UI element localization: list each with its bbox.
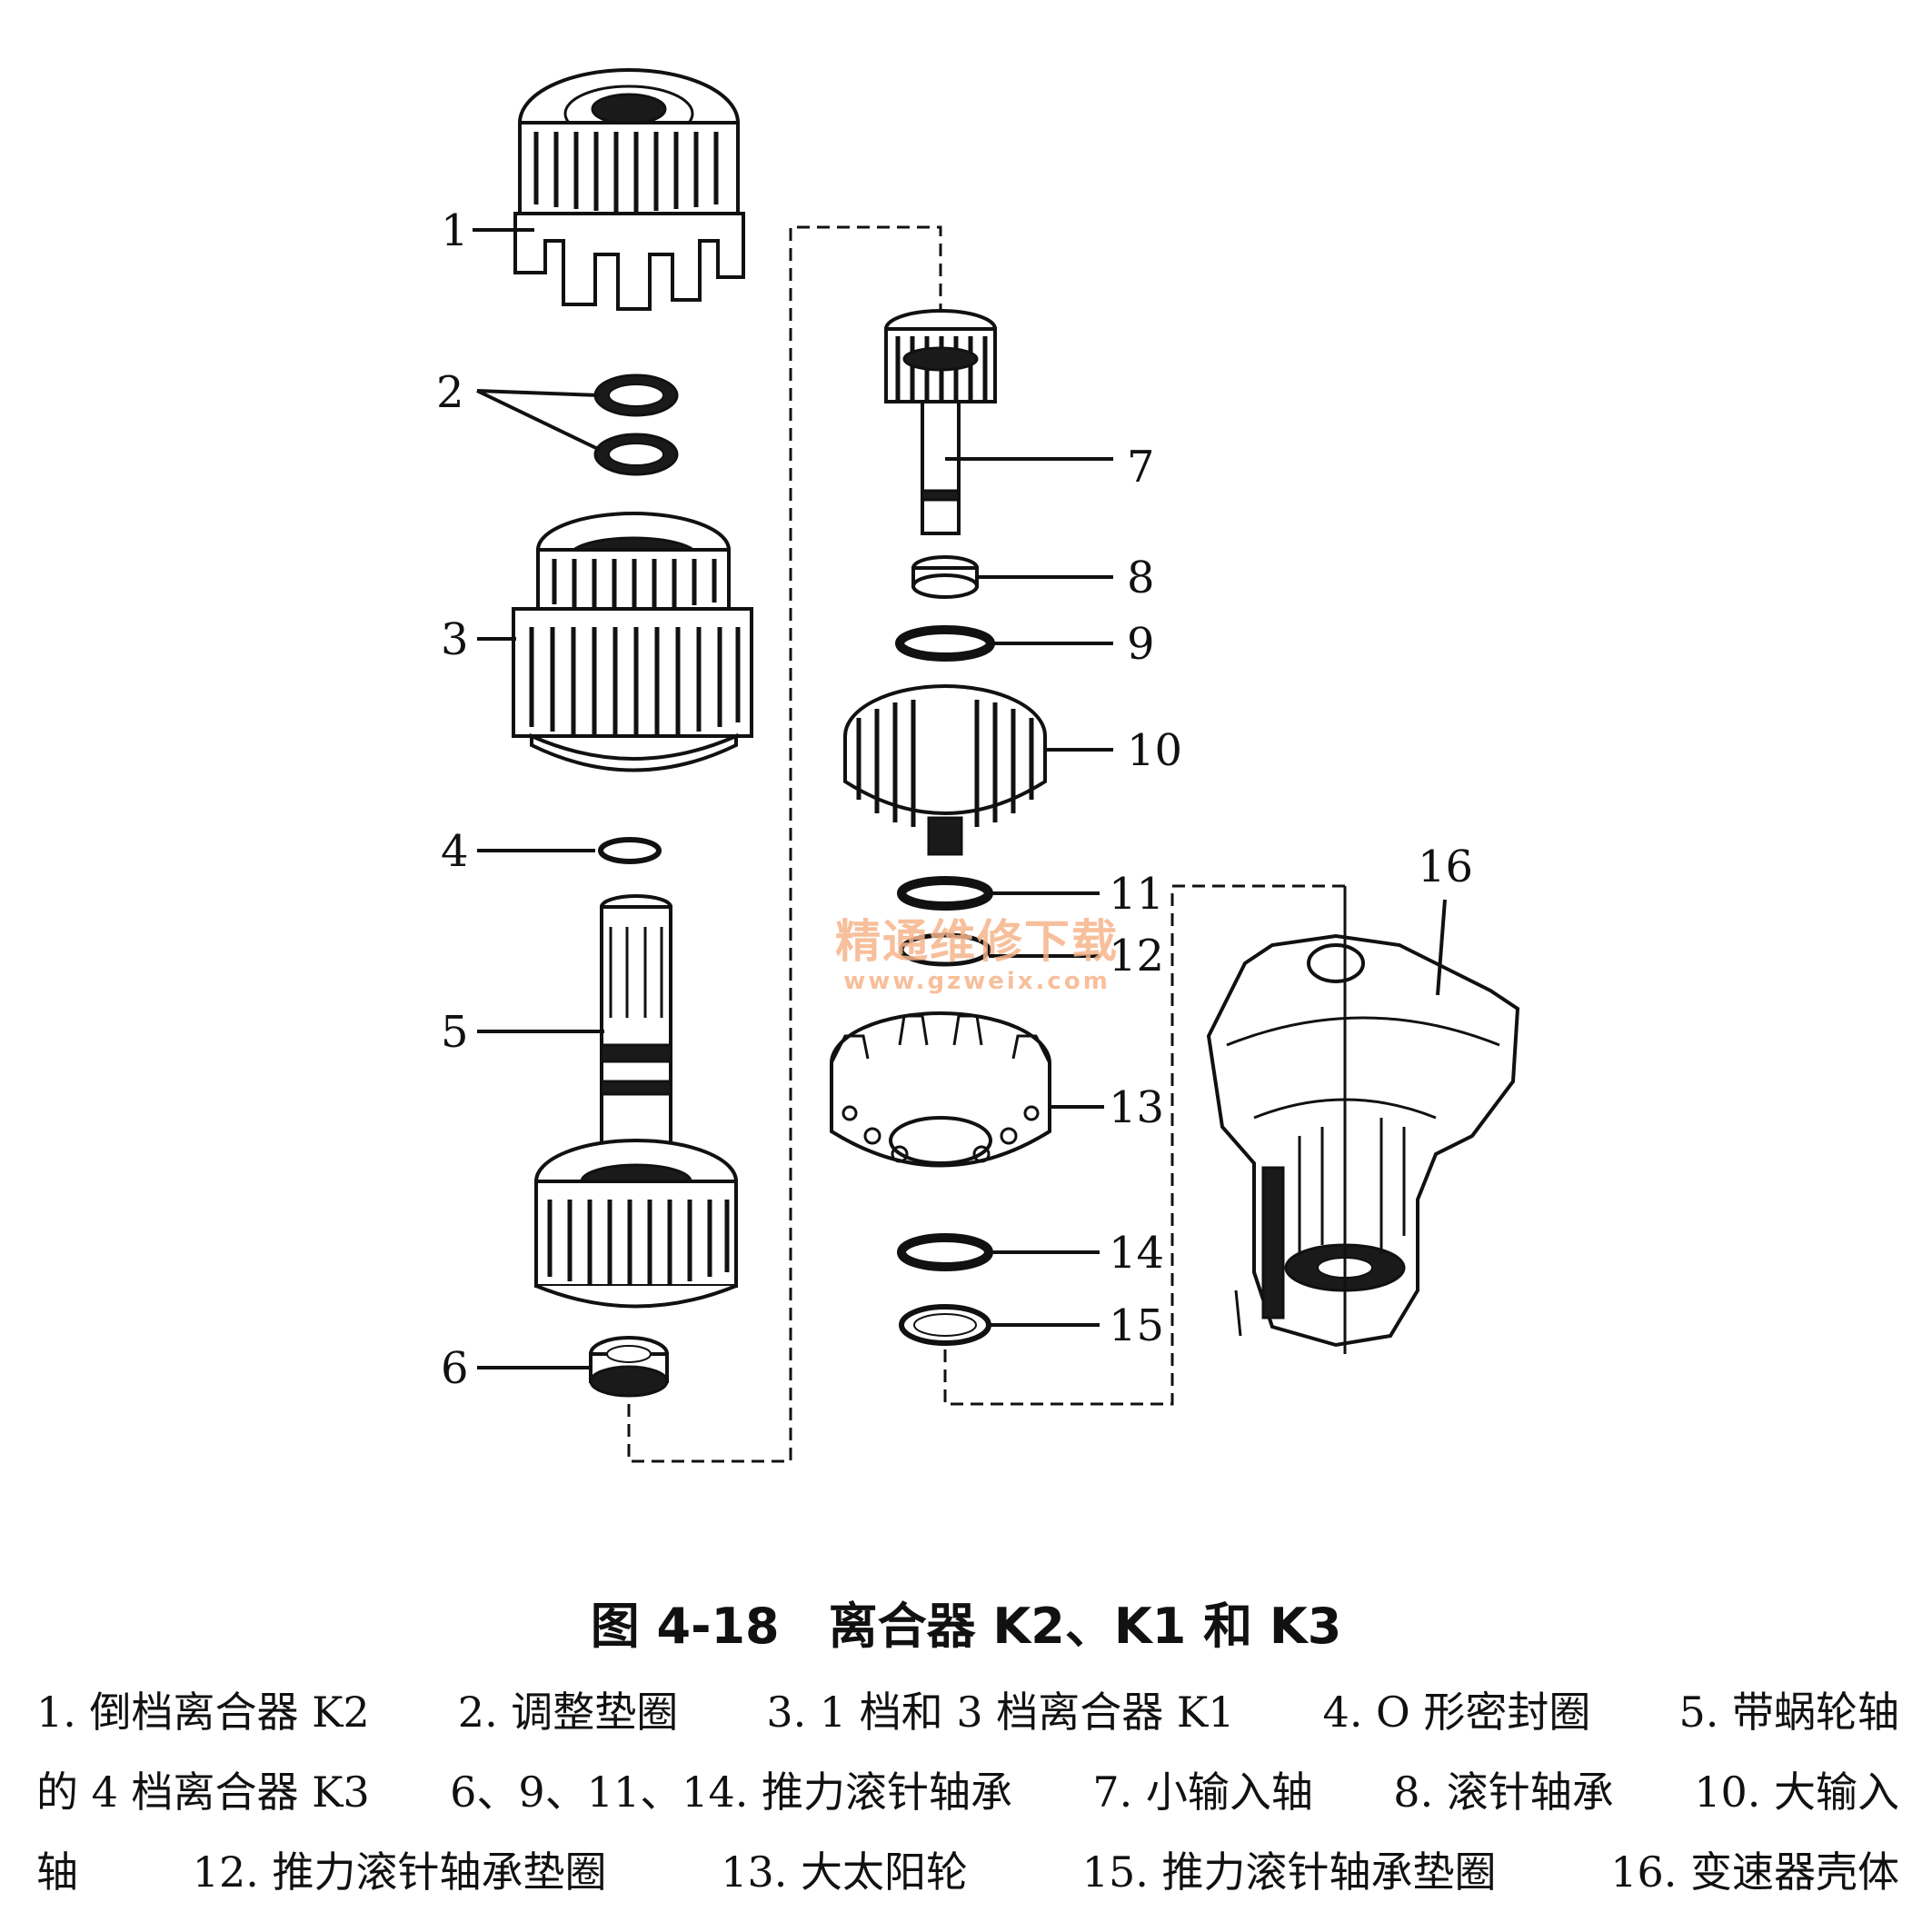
legend-row: 的 4 档离合器 K3 6、9、11、14. 推力滚针轴承 7. 小输入轴 8.… (36, 1752, 1899, 1832)
part-5-clutch-k3-shaft: 5 (441, 894, 738, 1309)
legend-row: 轴 12. 推力滚针轴承垫圈 13. 大太阳轮 15. 推力滚针轴承垫圈 16.… (36, 1832, 1899, 1912)
part-16-transmission-housing: 16 (1206, 841, 1520, 1354)
label-10: 10 (1127, 725, 1182, 776)
part-6-thrust-bearing: 6 (441, 1336, 669, 1398)
part-15-bearing-washer: 15 (899, 1300, 1164, 1351)
label-1: 1 (441, 205, 469, 256)
label-12: 12 (1109, 931, 1164, 981)
part-14-thrust-bearing: 14 (897, 1228, 1164, 1279)
watermark-title: 精通维修下载 (835, 915, 1119, 968)
part-3-clutch-k1: 3 (441, 512, 753, 772)
part-7-small-input-shaft: 7 (884, 309, 1155, 535)
legend-item: 16. 变速器壳体 (1610, 1847, 1899, 1897)
assembly-line-left (627, 225, 942, 1463)
legend-item: 13. 大太阳轮 (721, 1847, 968, 1897)
label-4: 4 (441, 826, 469, 877)
part-10-large-input-shaft: 10 (843, 684, 1182, 856)
label-8: 8 (1127, 553, 1155, 603)
legend-item: 15. 推力滚针轴承垫圈 (1081, 1847, 1497, 1897)
legend-item: 5. 带蜗轮轴 (1678, 1688, 1899, 1737)
label-7: 7 (1127, 442, 1155, 493)
part-13-large-sun-gear: 13 (830, 1011, 1164, 1168)
label-11: 11 (1109, 869, 1164, 920)
legend-item: 的 4 档离合器 K3 (36, 1768, 370, 1817)
legend-item: 6、9、11、14. 推力滚针轴承 (450, 1768, 1012, 1817)
legend-item: 轴 (36, 1847, 78, 1897)
part-8-needle-bearing: 8 (911, 553, 1155, 603)
legend-row: 1. 倒档离合器 K2 2. 调整垫圈 3. 1 档和 3 档离合器 K1 4.… (36, 1672, 1899, 1752)
exploded-parts-diagram: 1 2 3 (436, 68, 1520, 1463)
legend-item: 2. 调整垫圈 (457, 1688, 679, 1737)
label-15: 15 (1109, 1300, 1164, 1351)
parts-legend: 1. 倒档离合器 K2 2. 调整垫圈 3. 1 档和 3 档离合器 K1 4.… (36, 1672, 1899, 1912)
watermark-url: www.gzweix.com (843, 968, 1110, 995)
figure-caption: 图 4-18 离合器 K2、K1 和 K3 (590, 1598, 1342, 1655)
label-9: 9 (1127, 619, 1155, 670)
label-6: 6 (441, 1343, 469, 1394)
label-3: 3 (441, 614, 469, 665)
label-5: 5 (441, 1007, 469, 1058)
part-2-shims: 2 (436, 367, 679, 476)
part-9-thrust-bearing: 9 (895, 619, 1155, 670)
label-14: 14 (1109, 1228, 1164, 1279)
label-13: 13 (1109, 1082, 1164, 1133)
part-11-thrust-bearing: 11 (897, 869, 1164, 920)
legend-item: 1. 倒档离合器 K2 (36, 1688, 370, 1737)
watermark: 精通维修下载 www.gzweix.com (813, 916, 1140, 996)
legend-item: 4. O 形密封圈 (1322, 1688, 1591, 1737)
part-1-reverse-clutch-k2: 1 (441, 68, 745, 311)
legend-item: 8. 滚针轴承 (1393, 1768, 1614, 1817)
label-16: 16 (1418, 841, 1473, 892)
part-12-bearing-washer: 12 (899, 931, 1164, 981)
part-4-o-ring: 4 (441, 826, 662, 877)
legend-item: 7. 小输入轴 (1092, 1768, 1313, 1817)
label-2: 2 (436, 367, 464, 418)
legend-item: 10. 大输入 (1694, 1768, 1899, 1817)
legend-item: 12. 推力滚针轴承垫圈 (192, 1847, 607, 1897)
legend-item: 3. 1 档和 3 档离合器 K1 (766, 1688, 1235, 1737)
